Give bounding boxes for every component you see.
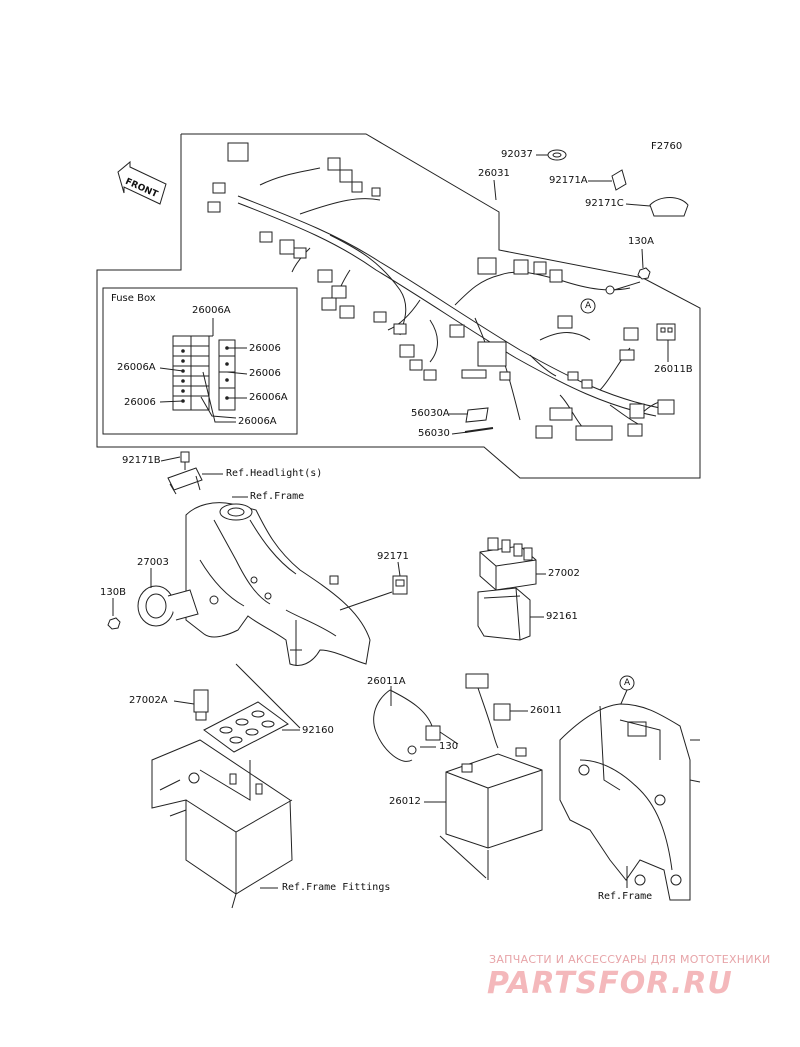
horn-27003-icon (137, 585, 199, 627)
fuse-box-frame (102, 287, 298, 435)
part-92160: 92160 (302, 725, 334, 736)
part-26011a: 26011A (367, 676, 406, 687)
front-arrow-icon (117, 160, 167, 205)
part-26011b: 26011B (654, 364, 693, 375)
part-56030: 56030 (418, 428, 450, 439)
part-92171: 92171 (377, 551, 409, 562)
relay-27002a-icon (193, 689, 209, 721)
fuse-label-2: 26006 (249, 343, 281, 354)
part-92161: 92161 (546, 611, 578, 622)
bolt-130b-icon (107, 617, 121, 630)
part-27002a: 27002A (129, 695, 168, 706)
watermark-tagline: ЗАПЧАСТИ И АКСЕССУАРЫ ДЛЯ МОТОТЕХНИКИ (489, 953, 771, 966)
cable-26011a-icon (373, 689, 459, 762)
fuse-label-6: 26006A (249, 392, 288, 403)
part-27003: 27003 (137, 557, 169, 568)
fuse-label-4: 26006 (249, 368, 281, 379)
wiring-harness-26031 (207, 142, 675, 441)
fuse-leaders (159, 318, 248, 423)
label-56030a-icon (465, 407, 489, 423)
connector-26011b-icon (656, 323, 676, 341)
part-92171a: 92171A (549, 175, 588, 186)
label-56030-icon (464, 427, 494, 433)
part-56030a: 56030A (411, 408, 450, 419)
leader-92171 (397, 561, 401, 577)
bracket-92171b-icon (167, 451, 203, 495)
harness-outline (96, 133, 701, 479)
clamp-92171c-icon (649, 197, 689, 217)
part-26012: 26012 (389, 796, 421, 807)
ref-frame-fittings: Ref.Frame Fittings (282, 882, 391, 893)
part-130b: 130B (100, 587, 126, 598)
frame-head-drawing (185, 502, 393, 666)
part-92171c: 92171C (585, 198, 624, 209)
part-26011: 26011 (530, 705, 562, 716)
part-92171b: 92171B (122, 455, 161, 466)
fuse-label-5: 26006 (124, 397, 156, 408)
part-130a: 130A (628, 236, 654, 247)
leader-callout-a (619, 689, 628, 707)
ref-headlight: Ref.Headlight(s) (226, 468, 323, 479)
fuse-label-3: 26006A (117, 362, 156, 373)
fuse-label-1: 26006A (192, 305, 231, 316)
clamp-92171a-icon (611, 169, 627, 191)
rear-frame-drawing (559, 703, 701, 901)
pad-92160-icon (203, 701, 289, 753)
part-130: 130 (439, 741, 459, 752)
callout-a-circle-top (580, 298, 596, 314)
fuse-box-title: Fuse Box (111, 293, 156, 304)
fuse-box-icon (172, 335, 236, 411)
fuse-label-7: 26006A (238, 416, 277, 427)
leader-27002a (173, 700, 195, 705)
figure-code: F2760 (651, 141, 683, 152)
part-92037: 92037 (501, 149, 533, 160)
clamp-92037-icon (547, 149, 567, 161)
callout-a-top: A (585, 301, 592, 311)
part-26031: 26031 (478, 168, 510, 179)
watermark-logo: PARTSFOR.RU (487, 966, 733, 1001)
cover-92161-icon (477, 587, 531, 641)
battery-guide-line (439, 835, 487, 879)
cable-26011-icon (465, 673, 511, 749)
connector-92171-icon (392, 575, 408, 595)
battery-26012-icon (445, 747, 543, 849)
relay-27002-icon (479, 537, 537, 591)
leader-92171b (160, 456, 181, 462)
leaders-top (449, 154, 669, 435)
callout-a-bottom: A (624, 678, 631, 688)
part-27002: 27002 (548, 568, 580, 579)
battery-tray-drawing (151, 739, 293, 909)
ref-frame-bottom: Ref.Frame (598, 891, 653, 902)
tray-guide-line (235, 663, 301, 729)
bolt-130a-icon (637, 267, 651, 280)
ref-frame-top: Ref.Frame (250, 491, 305, 502)
